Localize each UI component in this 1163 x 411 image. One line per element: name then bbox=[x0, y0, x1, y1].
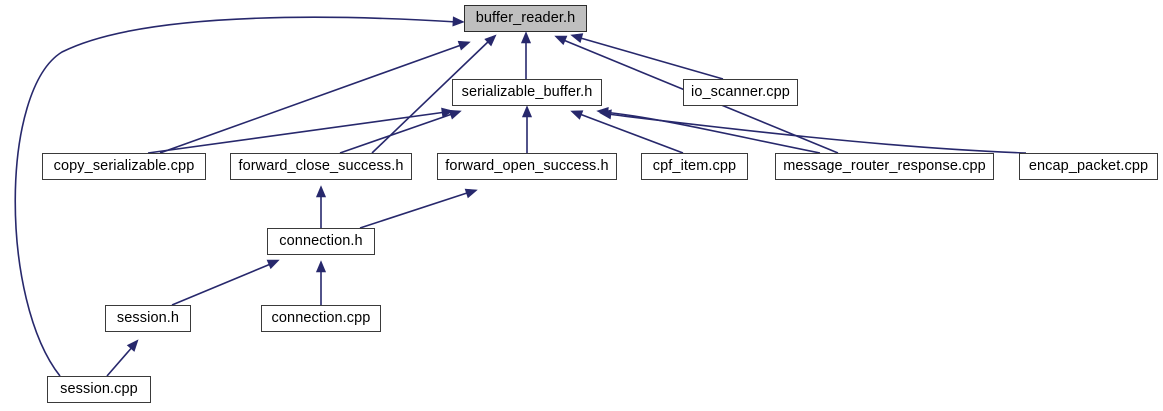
graph-node-buffer_reader[interactable]: buffer_reader.h bbox=[464, 5, 587, 32]
graph-edge bbox=[106, 344, 135, 377]
graph-edge-arrowhead bbox=[521, 105, 533, 118]
graph-node-io_scanner[interactable]: io_scanner.cpp bbox=[683, 79, 798, 106]
graph-edge bbox=[576, 112, 684, 154]
graph-node-connection_cpp[interactable]: connection.cpp bbox=[261, 305, 381, 332]
graph-node-label: message_router_response.cpp bbox=[783, 158, 986, 175]
graph-node-copy_serializable[interactable]: copy_serializable.cpp bbox=[42, 153, 206, 180]
graph-node-encap_packet[interactable]: encap_packet.cpp bbox=[1019, 153, 1158, 180]
graph-node-session_h[interactable]: session.h bbox=[105, 305, 191, 332]
graph-node-label: forward_close_success.h bbox=[238, 158, 404, 175]
graph-node-serializable_buffer[interactable]: serializable_buffer.h bbox=[452, 79, 602, 106]
graph-edge bbox=[147, 111, 447, 154]
graph-node-label: connection.cpp bbox=[271, 310, 371, 327]
graph-edge-arrowhead bbox=[520, 31, 532, 44]
graph-edge-arrowhead bbox=[126, 339, 139, 352]
graph-edge-arrowhead bbox=[448, 109, 462, 120]
graph-edge bbox=[159, 43, 465, 154]
graph-node-session_cpp[interactable]: session.cpp bbox=[47, 376, 151, 403]
graph-node-label: session.h bbox=[116, 310, 180, 327]
graph-edge bbox=[339, 112, 456, 154]
graph-edge bbox=[603, 111, 821, 154]
graph-edge bbox=[371, 38, 492, 154]
graph-edge bbox=[359, 191, 471, 229]
graph-node-connection_h[interactable]: connection.h bbox=[267, 228, 375, 255]
graph-node-label: connection.h bbox=[279, 233, 363, 250]
graph-node-label: cpf_item.cpp bbox=[652, 158, 737, 175]
graph-node-label: serializable_buffer.h bbox=[461, 84, 593, 101]
graph-node-forward_close_success[interactable]: forward_close_success.h bbox=[230, 153, 412, 180]
graph-edge-arrowhead bbox=[484, 34, 497, 47]
graph-edge-arrowhead bbox=[464, 188, 478, 199]
graph-edge bbox=[171, 262, 274, 306]
graph-node-forward_open_success[interactable]: forward_open_success.h bbox=[437, 153, 617, 180]
graph-node-label: session.cpp bbox=[60, 381, 138, 398]
graph-edge-arrowhead bbox=[315, 185, 327, 198]
graph-edge-arrowhead bbox=[452, 16, 465, 27]
graph-edge-arrowhead bbox=[266, 259, 280, 270]
graph-node-message_router_response[interactable]: message_router_response.cpp bbox=[775, 153, 994, 180]
graph-node-label: copy_serializable.cpp bbox=[53, 158, 195, 175]
graph-node-label: io_scanner.cpp bbox=[691, 84, 790, 101]
graph-edge-arrowhead bbox=[599, 109, 612, 120]
graph-edge-arrowhead bbox=[315, 260, 327, 273]
graph-node-label: buffer_reader.h bbox=[475, 10, 576, 27]
graph-edge bbox=[14, 16, 458, 377]
graph-edge bbox=[576, 36, 724, 80]
graph-node-label: forward_open_success.h bbox=[445, 158, 609, 175]
graph-edge-arrowhead bbox=[457, 40, 471, 51]
graph-node-cpf_item[interactable]: cpf_item.cpp bbox=[641, 153, 748, 180]
graph-edge bbox=[606, 113, 1027, 154]
graph-edge-arrowhead bbox=[570, 110, 584, 120]
graph-edge-arrowhead bbox=[570, 33, 584, 43]
graph-node-label: encap_packet.cpp bbox=[1028, 158, 1149, 175]
graph-edge-arrowhead bbox=[554, 35, 568, 46]
